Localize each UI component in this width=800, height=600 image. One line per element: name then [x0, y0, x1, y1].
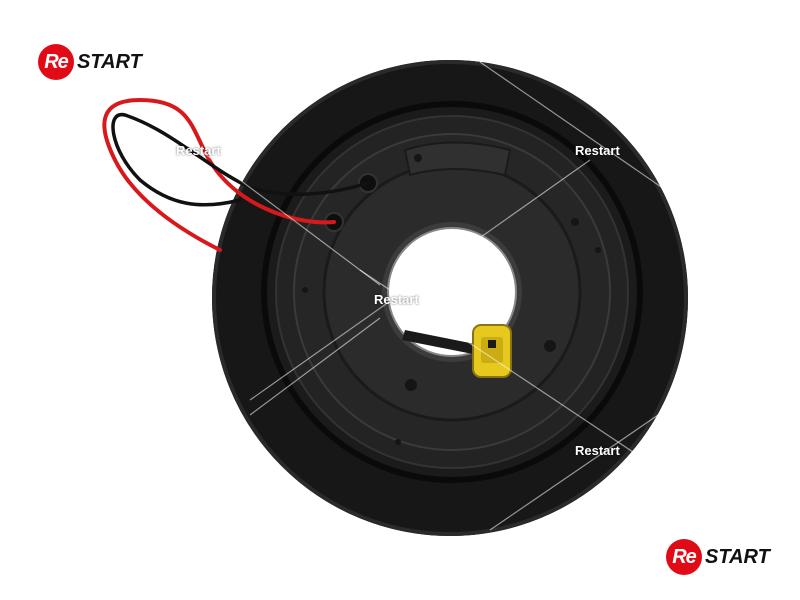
- watermark-text: Restart: [374, 292, 419, 307]
- restart-logo-top: Re START: [38, 42, 142, 82]
- restart-logo-bottom: Re START: [666, 537, 770, 577]
- watermark-text: Restart: [176, 143, 221, 158]
- logo-badge: Re: [666, 539, 702, 575]
- black-wire: [111, 112, 370, 207]
- logo-word: START: [705, 545, 770, 568]
- watermark-text: Restart: [575, 443, 620, 458]
- yellow-connector: [472, 324, 512, 378]
- watermark-text: Restart: [575, 143, 620, 158]
- logo-badge: Re: [38, 44, 74, 80]
- logo-word: START: [77, 50, 142, 73]
- red-wire: [102, 97, 336, 252]
